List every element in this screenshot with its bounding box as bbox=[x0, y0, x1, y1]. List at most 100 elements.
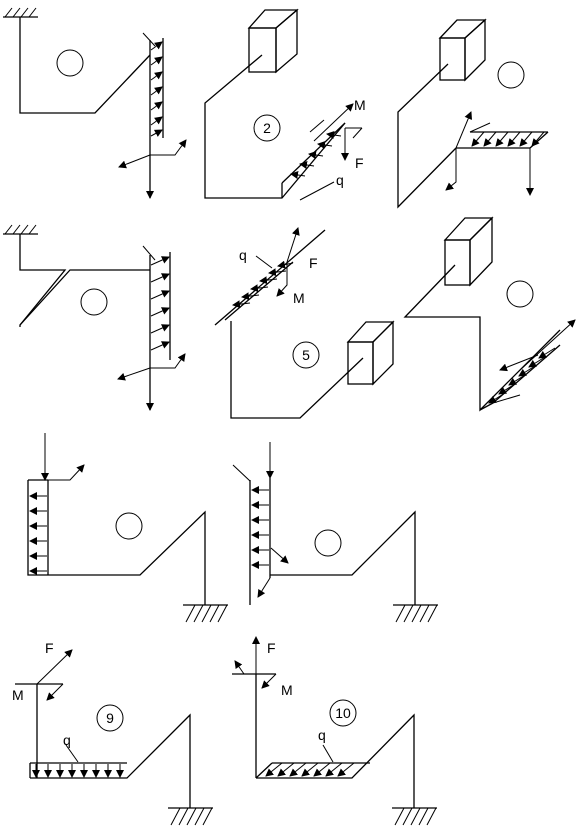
box-support bbox=[438, 18, 487, 82]
frame-bar bbox=[19, 269, 150, 326]
frame-bar bbox=[19, 234, 67, 327]
scheme-10: 10 F M q bbox=[232, 636, 437, 826]
wall-support bbox=[3, 224, 38, 235]
load-bar bbox=[27, 480, 48, 576]
end-arrow bbox=[257, 577, 271, 598]
q-leader bbox=[65, 744, 79, 763]
box-support bbox=[346, 320, 395, 386]
frame-bar bbox=[403, 264, 561, 412]
distributed-load-arrows bbox=[265, 762, 355, 777]
scheme-3 bbox=[397, 18, 549, 209]
number-circle bbox=[253, 114, 281, 142]
distributed-load-arrows bbox=[251, 486, 269, 569]
wall-support bbox=[3, 7, 38, 18]
number-circle bbox=[115, 512, 143, 540]
box-support bbox=[247, 8, 299, 74]
number-circle bbox=[329, 699, 357, 727]
force-label: F bbox=[355, 155, 364, 171]
force-arrow bbox=[519, 319, 576, 371]
moment-arrow bbox=[445, 148, 457, 191]
oblique-tick bbox=[492, 394, 521, 404]
moment-label: M bbox=[281, 682, 293, 698]
distributed-load-arrows bbox=[290, 131, 342, 179]
scheme-number: 9 bbox=[106, 710, 114, 726]
force-arrow bbox=[499, 354, 539, 372]
distributed-load-arrows bbox=[150, 41, 163, 137]
frame-bar bbox=[30, 713, 191, 808]
force-arrow bbox=[118, 154, 151, 169]
moment-arrow bbox=[276, 262, 288, 297]
oblique-tick bbox=[469, 122, 491, 133]
distributed-load-arrows bbox=[32, 764, 124, 778]
force-arrow bbox=[270, 547, 289, 564]
load-label: q bbox=[336, 172, 344, 188]
scheme-number: 5 bbox=[302, 347, 310, 363]
oblique-tick bbox=[142, 32, 156, 47]
force-label: F bbox=[267, 640, 276, 656]
distributed-load-arrows bbox=[29, 492, 47, 575]
number-circle bbox=[80, 288, 108, 316]
scheme-7 bbox=[27, 433, 228, 623]
load-cap bbox=[255, 762, 273, 779]
moment-arrow bbox=[261, 673, 277, 689]
number-circle bbox=[56, 49, 84, 77]
moment-tail bbox=[309, 119, 325, 133]
number-circle bbox=[497, 61, 525, 89]
frame-bar bbox=[397, 63, 457, 209]
distributed-load-arrows bbox=[150, 256, 170, 351]
force-arrow bbox=[455, 111, 472, 149]
force-arrow bbox=[234, 660, 245, 675]
oblique-tick bbox=[232, 464, 251, 482]
force-arrow bbox=[117, 367, 151, 381]
load-bar bbox=[214, 229, 326, 326]
number-circle bbox=[96, 704, 124, 732]
moment-arrow bbox=[46, 683, 64, 701]
distributed-load-arrows bbox=[488, 347, 556, 404]
force-label: F bbox=[309, 255, 318, 271]
ground-support bbox=[393, 604, 438, 623]
moment-arrow bbox=[48, 464, 85, 481]
oblique-tick bbox=[142, 245, 156, 261]
force-arrow bbox=[36, 649, 73, 685]
frame-bar bbox=[19, 17, 151, 114]
scheme-5: 5 q F M bbox=[214, 227, 395, 419]
frame-bar bbox=[204, 54, 346, 199]
moment-label: M bbox=[12, 687, 24, 703]
number-circle bbox=[314, 529, 342, 557]
scheme-number: 2 bbox=[263, 120, 271, 136]
scheme-8 bbox=[232, 442, 438, 623]
frame-bar bbox=[48, 510, 206, 605]
scheme-4 bbox=[3, 224, 186, 411]
force-label: F bbox=[45, 640, 54, 656]
q-leader bbox=[322, 744, 334, 763]
ground-support bbox=[392, 807, 437, 826]
support-tick bbox=[352, 127, 363, 139]
load-envelope bbox=[224, 261, 294, 321]
load-label: q bbox=[318, 727, 326, 743]
q-leader bbox=[255, 255, 273, 269]
moment-arrow bbox=[150, 353, 186, 369]
moment-label: M bbox=[354, 97, 366, 113]
ground-support bbox=[183, 604, 228, 623]
box-support bbox=[443, 216, 494, 287]
ground-support bbox=[168, 807, 213, 826]
load-label: q bbox=[239, 247, 247, 263]
force-arrow bbox=[286, 227, 300, 263]
moment-label: M bbox=[293, 290, 305, 306]
scheme-6 bbox=[403, 216, 576, 412]
load-label: q bbox=[63, 732, 71, 748]
frame-bar bbox=[256, 713, 415, 808]
scheme-2: 2 M F q bbox=[204, 8, 366, 201]
frame-bar bbox=[230, 321, 364, 419]
scheme-9: 9 F M q bbox=[12, 640, 213, 826]
scheme-1 bbox=[3, 7, 187, 199]
frame-bar bbox=[270, 510, 416, 605]
number-circle bbox=[506, 280, 534, 308]
number-circle bbox=[292, 341, 320, 369]
load-cap bbox=[479, 402, 494, 411]
q-leader bbox=[299, 181, 335, 201]
scheme-number: 10 bbox=[335, 705, 351, 721]
moment-arrow bbox=[313, 103, 354, 142]
